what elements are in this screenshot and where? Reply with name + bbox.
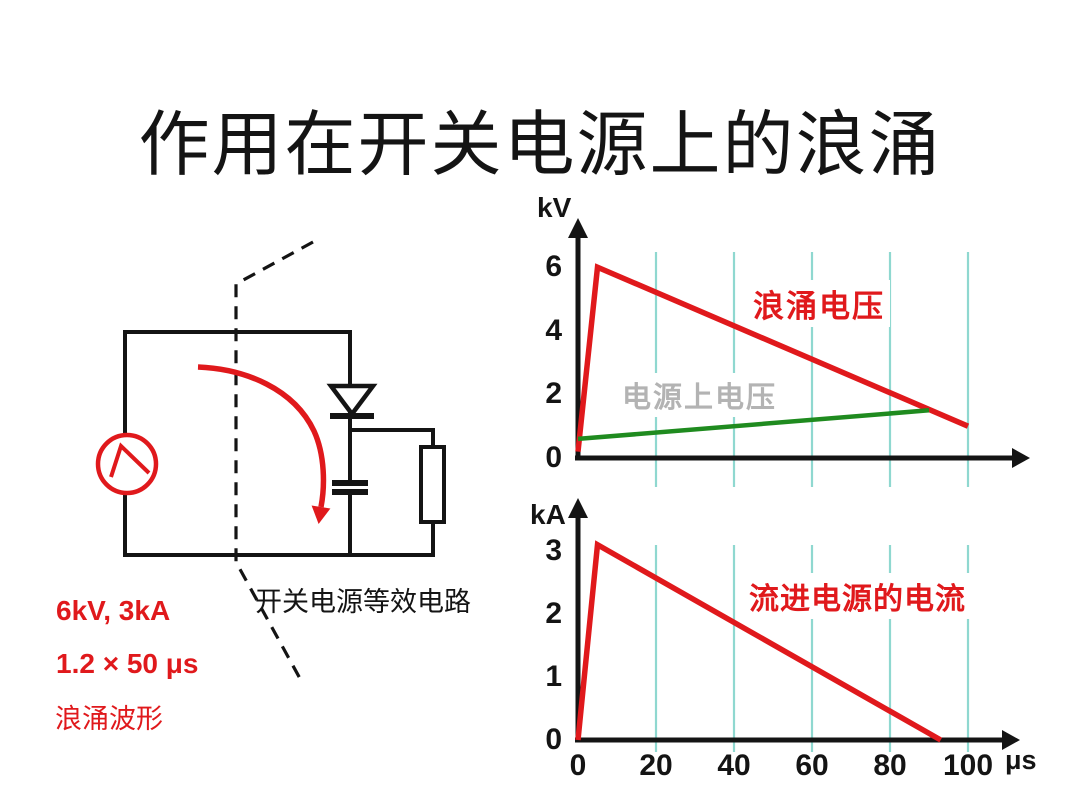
surge-voltage-label: 浪涌电压 [748, 280, 890, 327]
boundary-dashed-line [234, 240, 314, 685]
series-line [577, 408, 930, 442]
surge-spec-label: 浪涌波形 [55, 704, 163, 734]
y-tick-label: 6 [545, 250, 562, 284]
circuit-caption: 开关电源等效电路 [255, 587, 471, 617]
y-axis-arrow [568, 218, 588, 238]
y-tick-label: 0 [545, 441, 562, 474]
surge-spec-amplitude: 6kV, 3kA [56, 595, 171, 626]
surge-generator-icon [95, 432, 159, 496]
y-tick-label: 2 [545, 597, 562, 630]
y-tick-label: 2 [545, 377, 562, 411]
current-axis-unit: kA [530, 499, 566, 530]
capacitor-plate [332, 489, 368, 495]
y-tick-label: 4 [545, 313, 562, 347]
time-axis-unit: μs [1005, 745, 1037, 775]
diode-icon [326, 383, 378, 418]
x-tick-label: 40 [717, 749, 751, 782]
y-tick-label: 0 [545, 723, 562, 756]
page-title: 作用在开关电源上的浪涌 [138, 107, 942, 185]
capacitor-gap-mask [343, 486, 357, 490]
x-axis-arrow [1012, 448, 1030, 468]
x-axis-arrow [1002, 730, 1020, 750]
x-tick-label: 0 [569, 749, 587, 782]
x-tick-label: 20 [639, 749, 673, 782]
y-tick-label: 3 [545, 534, 562, 567]
capacitor-icon [332, 480, 368, 486]
y-axis-arrow [568, 498, 588, 518]
surge-waveform-glyph [109, 442, 151, 478]
surge-current-arrow [197, 364, 327, 508]
x-tick-label: 80 [873, 749, 907, 782]
input-current-label: 流进电源的电流 [744, 573, 971, 619]
surge-current-arrowhead [311, 505, 331, 524]
series-line [575, 540, 943, 743]
surge-spec-waveshape: 1.2 × 50 μs [56, 648, 199, 679]
x-tick-label: 60 [795, 749, 829, 782]
y-tick-label: 1 [545, 660, 562, 693]
voltage-axis-unit: kV [537, 192, 572, 223]
series-line [575, 263, 970, 452]
resistor-icon [419, 445, 446, 524]
x-tick-label: 100 [942, 749, 994, 782]
supply-voltage-label: 电源上电压 [617, 373, 783, 417]
diode-cathode-bar [330, 413, 374, 419]
